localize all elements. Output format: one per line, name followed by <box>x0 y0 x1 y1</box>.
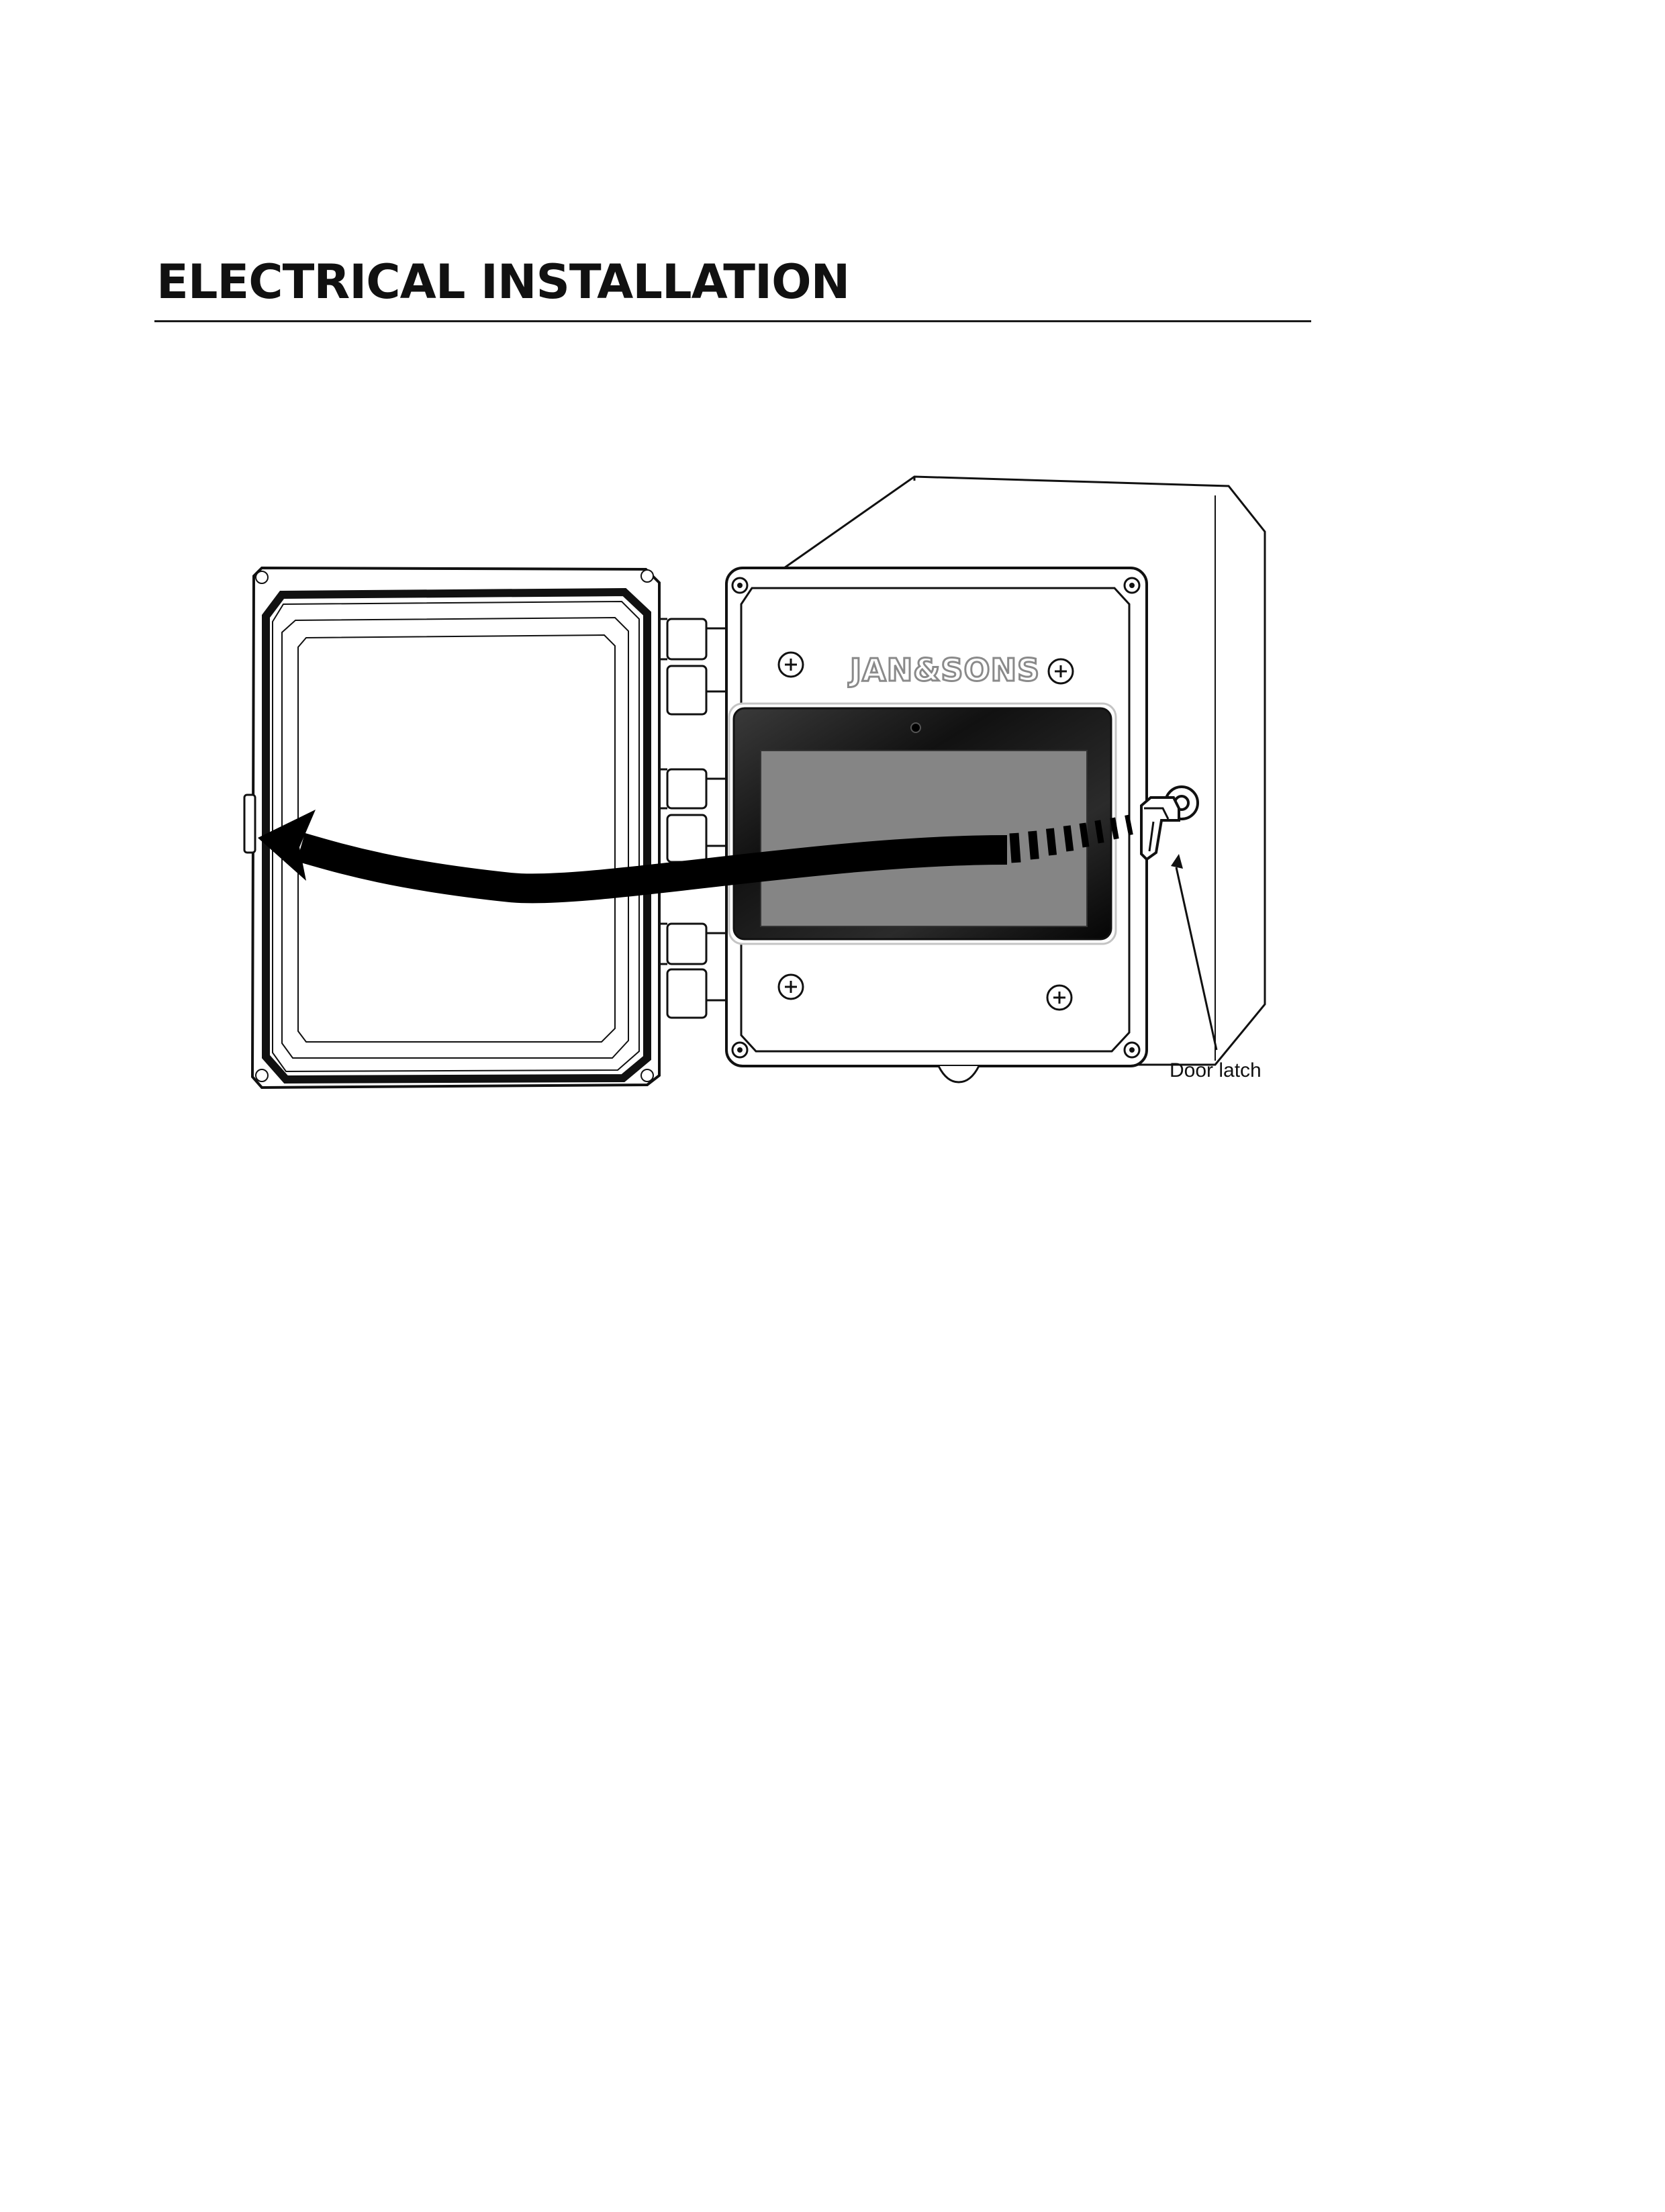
page-title: ELECTRICAL INSTALLATION <box>156 254 850 309</box>
enclosure-door-icon <box>243 566 661 1090</box>
screw-icon <box>777 651 1074 1011</box>
hinge-icon <box>659 618 726 1019</box>
brand-logo: JAN&SONS <box>848 652 1040 688</box>
callout-leader <box>1175 867 1218 1051</box>
touchscreen-icon <box>728 702 1117 945</box>
door-latch-icon <box>1140 785 1199 861</box>
door-latch-label: Door latch <box>1170 1059 1262 1081</box>
open-direction-arrow-icon <box>258 810 1133 904</box>
enclosure-illustration: JAN&SONS <box>242 470 1289 1108</box>
heading-divider <box>154 320 1311 322</box>
